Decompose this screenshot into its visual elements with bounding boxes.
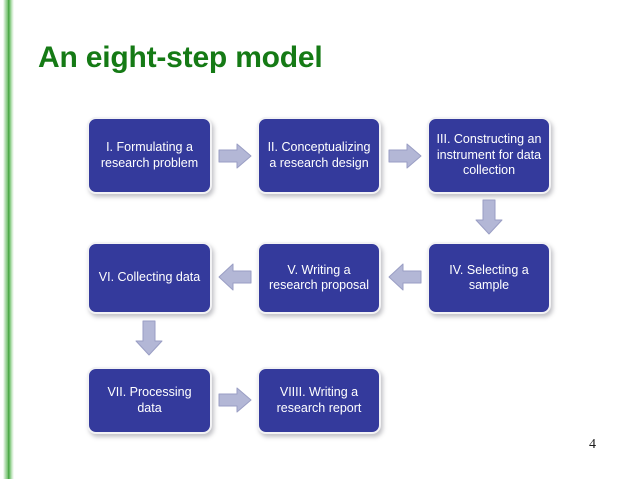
arrow-right-step-1-to-2 — [218, 142, 252, 170]
page-number: 4 — [589, 437, 596, 452]
accent-bar-left — [3, 0, 14, 479]
flow-box-step-4[interactable]: IV. Selecting a sample — [427, 242, 551, 314]
arrow-down-step-6-to-7 — [134, 320, 164, 356]
flow-box-label: II. Conceptualizing a research design — [267, 140, 371, 170]
flow-box-step-2[interactable]: II. Conceptualizing a research design — [257, 117, 381, 194]
arrow-left-step-4-to-5 — [388, 262, 422, 292]
flow-box-label: V. Writing a research proposal — [268, 262, 370, 293]
flow-box-label: VI. Collecting data — [98, 270, 201, 285]
flow-box-step-5[interactable]: V. Writing a research proposal — [257, 242, 381, 314]
flow-box-step-8[interactable]: VIIII. Writing a research report — [257, 367, 381, 434]
flow-box-step-1[interactable]: I. Formulating a research problem — [87, 117, 212, 194]
arrow-right-step-2-to-3 — [388, 142, 422, 170]
flow-box-label: IV. Selecting a sample — [449, 262, 529, 293]
page-title: An eight-step model — [38, 41, 323, 74]
arrow-down-step-3-to-4 — [474, 199, 504, 235]
flow-box-step-3[interactable]: III. Constructing an instrument for data… — [427, 117, 551, 194]
arrow-right-step-7-to-8 — [218, 386, 252, 414]
flow-box-label: VIIII. Writing a research report — [276, 385, 362, 415]
flow-box-step-6[interactable]: VI. Collecting data — [87, 242, 212, 314]
flow-box-label: III. Constructing an instrument for data… — [436, 132, 542, 178]
flow-box-label: I. Formulating a research problem — [100, 140, 199, 170]
flow-box-label: VII. Processing data — [107, 385, 192, 415]
arrow-left-step-5-to-6 — [218, 262, 252, 292]
flow-box-step-7[interactable]: VII. Processing data — [87, 367, 212, 434]
